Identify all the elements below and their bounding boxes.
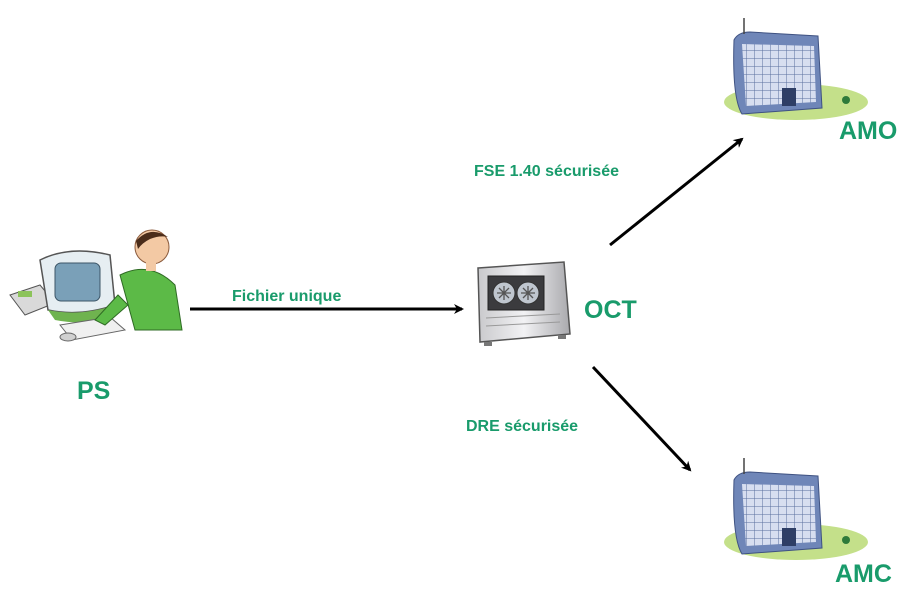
arrow-oct-to-amc bbox=[591, 365, 692, 472]
ps-label: PS bbox=[77, 377, 111, 405]
server-unit-icon bbox=[477, 261, 571, 346]
edge-label-oct-amc: DRE sécurisée bbox=[466, 418, 579, 435]
edge-label-oct-amo: FSE 1.40 sécurisée bbox=[474, 163, 619, 180]
arrow-oct-to-amo bbox=[609, 137, 744, 247]
amc-label: AMC bbox=[835, 560, 892, 588]
office-building-icon bbox=[724, 18, 868, 120]
office-building-icon bbox=[724, 458, 868, 560]
edge-label-ps-oct: Fichier unique bbox=[232, 288, 342, 305]
oct-label: OCT bbox=[584, 296, 637, 324]
computer-user-icon bbox=[9, 229, 183, 342]
amo-label: AMO bbox=[839, 117, 898, 145]
